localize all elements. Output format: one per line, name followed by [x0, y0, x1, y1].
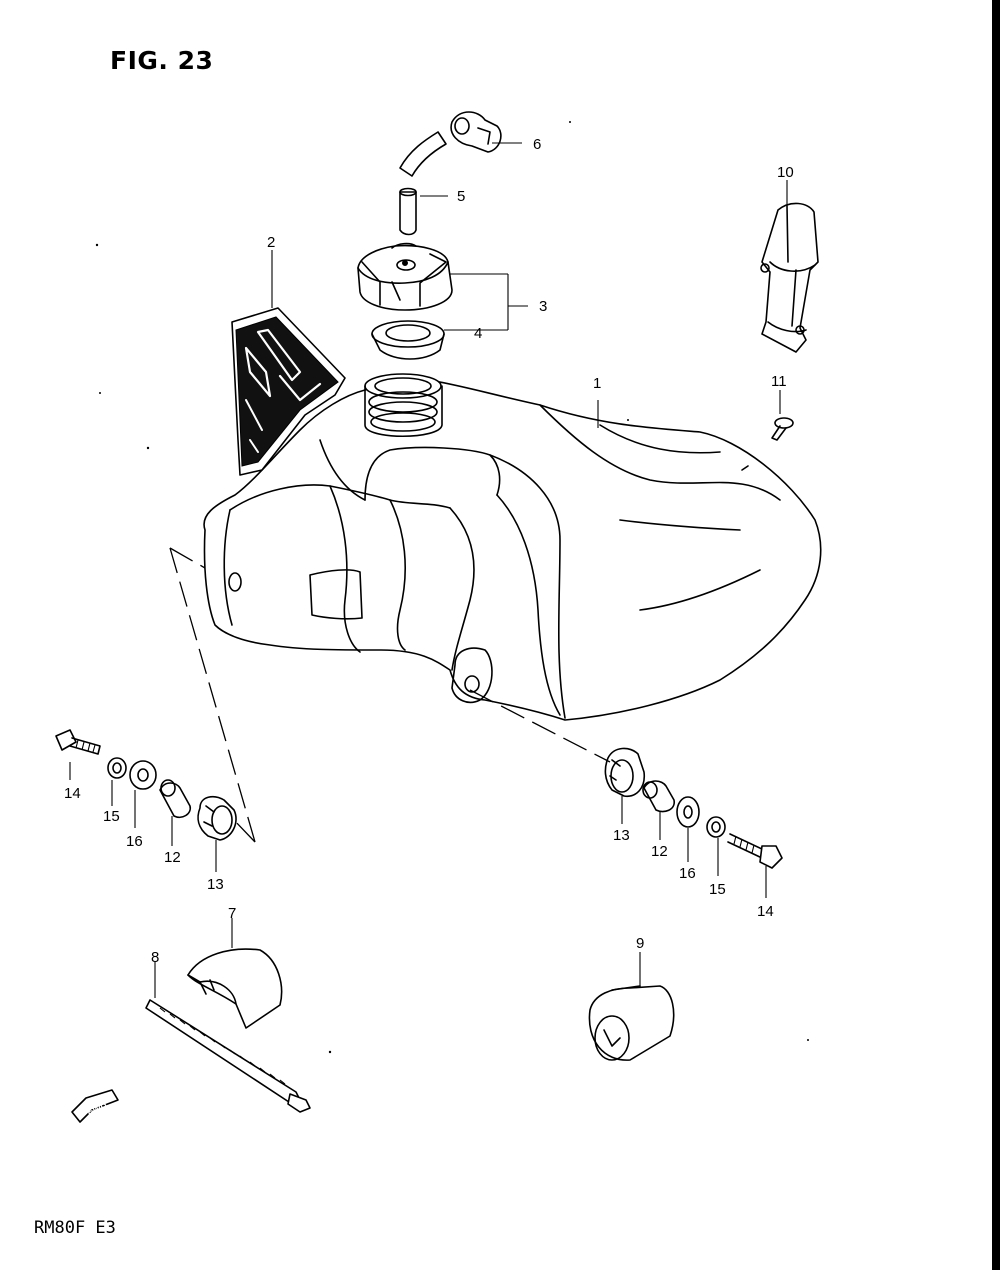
callout-4: 4 — [474, 325, 482, 342]
callout-right-14: 14 — [757, 903, 774, 920]
callout-right-15: 15 — [709, 881, 726, 898]
callout-9: 9 — [636, 935, 644, 952]
page-edge-border — [992, 0, 1000, 1270]
cable-tie[interactable] — [145, 999, 311, 1113]
callout-numbers: 1 2 3 4 5 6 7 8 9 10 11 14 15 16 12 13 1… — [64, 136, 794, 966]
callout-right-12: 12 — [651, 843, 668, 860]
callout-8: 8 — [151, 949, 159, 966]
fuel-tank[interactable] — [203, 373, 822, 721]
figure-title: FIG. 23 — [110, 46, 214, 75]
callout-11: 11 — [771, 373, 787, 390]
callout-left-15: 15 — [103, 808, 120, 825]
strap-screw[interactable] — [771, 417, 794, 441]
rubber-cushion[interactable] — [588, 985, 675, 1061]
callout-7: 7 — [228, 905, 236, 922]
left-collar[interactable] — [159, 779, 192, 819]
callout-10: 10 — [777, 164, 794, 181]
scan-specks — [95, 121, 809, 1054]
callout-right-13: 13 — [613, 827, 630, 844]
fuel-cap[interactable] — [357, 242, 453, 311]
model-code-label: RM80F E3 — [34, 1218, 116, 1238]
fwd-direction-arrow: FWD — [71, 1089, 119, 1123]
callout-left-13: 13 — [207, 876, 224, 893]
right-collar[interactable] — [642, 780, 675, 813]
right-washer-large[interactable] — [676, 796, 700, 828]
right-bolt[interactable] — [727, 833, 783, 869]
tank-strap[interactable] — [760, 202, 819, 353]
callout-3: 3 — [539, 298, 547, 315]
left-washer-small[interactable] — [107, 757, 127, 779]
check-valve[interactable] — [399, 111, 502, 177]
left-cushion[interactable] — [197, 795, 237, 841]
cushion-pad[interactable] — [187, 948, 283, 1029]
right-washer-small[interactable] — [706, 816, 726, 838]
callout-6: 6 — [533, 136, 541, 153]
callout-1: 1 — [593, 375, 601, 392]
callout-left-12: 12 — [164, 849, 181, 866]
callout-right-16: 16 — [679, 865, 696, 882]
callout-left-16: 16 — [126, 833, 143, 850]
tank-emblem[interactable] — [231, 307, 346, 476]
left-washer-large[interactable] — [129, 760, 157, 790]
alignment-lines — [169, 547, 611, 843]
leader-lines — [69, 142, 788, 998]
left-bolt[interactable] — [55, 729, 101, 755]
callout-2: 2 — [267, 234, 275, 251]
right-cushion[interactable] — [604, 747, 646, 797]
callout-left-14: 14 — [64, 785, 81, 802]
cap-gasket[interactable] — [371, 320, 445, 360]
breather-hose[interactable] — [399, 187, 417, 236]
callout-5: 5 — [457, 188, 465, 205]
